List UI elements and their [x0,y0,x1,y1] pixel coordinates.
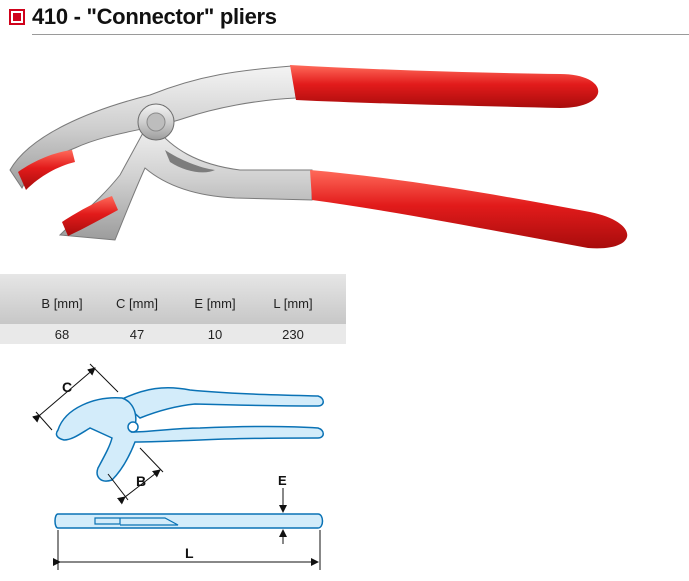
top-view-upper-handle [118,386,324,419]
page-title: 410 - "Connector" pliers [32,4,277,29]
upper-jaw-insert [18,150,75,190]
dim-line-b [117,469,161,505]
upper-jaw-arm [9,65,297,190]
lower-jaw-insert [62,196,118,236]
spec-header-b: B [mm] [41,296,83,311]
adjustment-slot [165,150,215,173]
lower-handle-grip [310,170,628,249]
product-photo [9,65,628,249]
spec-header-e: E [mm] [194,296,236,311]
dim-line-c [32,367,96,423]
dim-label-c: C [62,379,72,395]
spec-header-l: L [mm] [273,296,313,311]
spec-value-l: 230 [282,327,304,342]
spec-value-b: 68 [54,327,70,342]
section-marker-icon [9,9,25,25]
technical-drawing: C B E L [32,363,324,570]
spec-header-band [0,274,346,324]
dim-label-e: E [278,473,287,488]
header-divider [32,34,689,35]
spec-value-c: 47 [129,327,145,342]
spec-table: B [mm] C [mm] E [mm] L [mm] 68 47 10 230 [0,274,346,344]
top-view-jaws [55,397,324,482]
dim-label-b: B [136,473,146,489]
spec-header-c: C [mm] [116,296,158,311]
upper-handle-grip [290,65,599,108]
page-header: 410 - "Connector" pliers [0,0,689,36]
dim-label-l: L [185,545,194,561]
top-view-pivot [127,421,139,433]
spec-value-band [0,324,346,344]
spec-value-e: 10 [207,327,223,342]
